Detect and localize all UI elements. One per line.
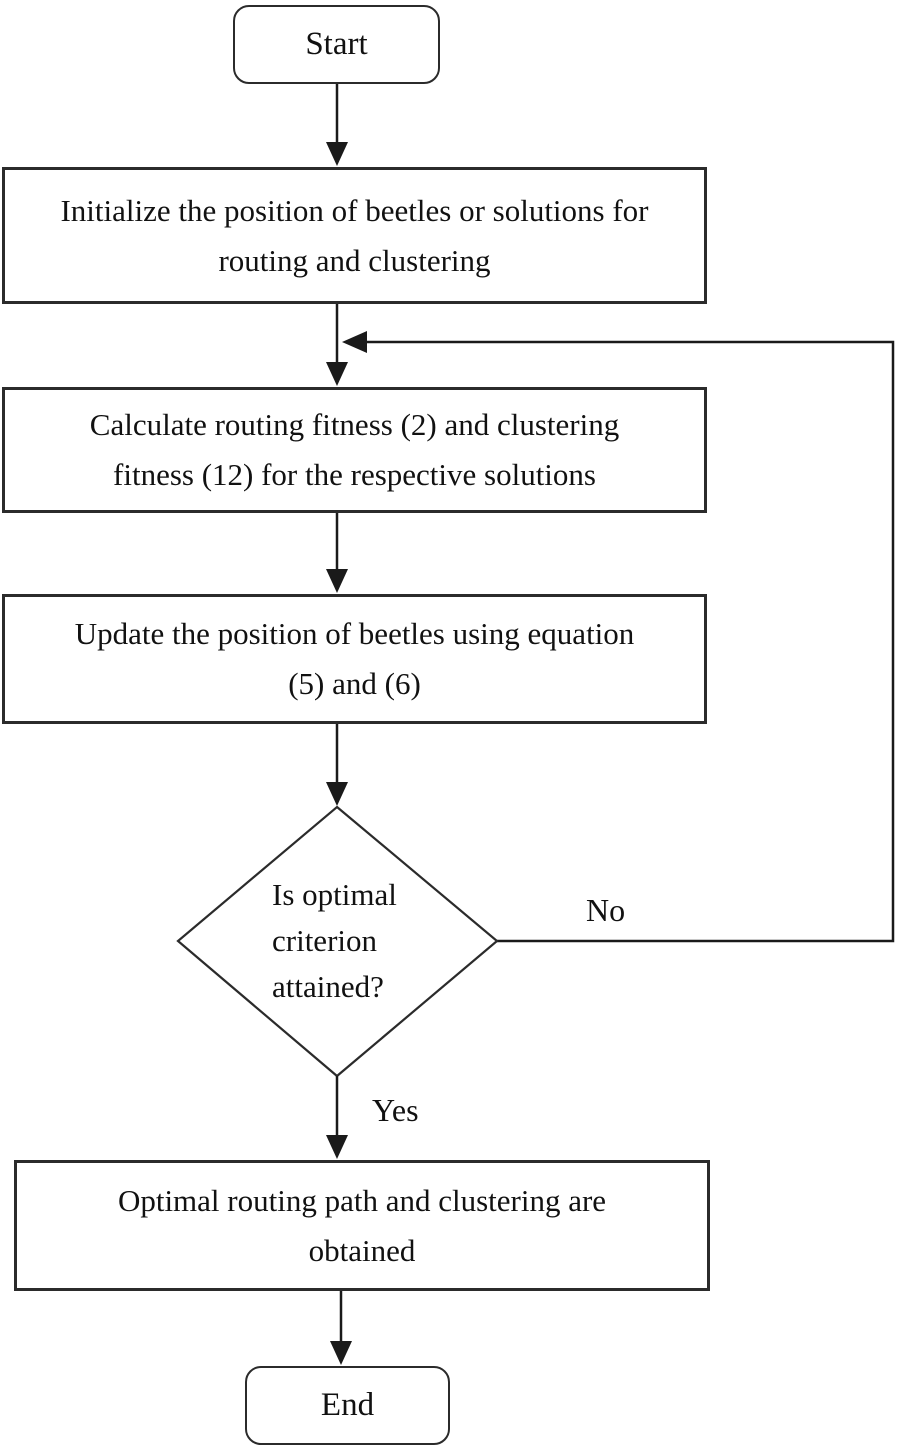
process-update-line1: Update the position of beetles using equ… — [74, 616, 635, 651]
process-update-line2: (5) and (6) — [288, 666, 421, 701]
process-output-line1: Optimal routing path and clustering are — [117, 1182, 607, 1218]
arrow-update-to-decision — [326, 724, 348, 806]
edge-no-feedback-loop — [342, 331, 895, 943]
process-calculate-line2: fitness (12) for the respective solution… — [113, 457, 596, 492]
decision-line3: attained? — [272, 969, 384, 1004]
arrow-decision-to-output — [326, 1076, 348, 1159]
process-calculate-box: Calculate routing fitness (2) and cluste… — [2, 387, 707, 513]
process-output-box: Optimal routing path and clustering are … — [14, 1160, 710, 1291]
process-update-box: Update the position of beetles using equ… — [2, 594, 707, 724]
decision-line1: Is optimal — [272, 877, 397, 912]
process-output-line2: obtained — [308, 1232, 416, 1268]
arrow-start-to-initialize — [326, 83, 348, 166]
process-initialize-line1: Initialize the position of beetles or so… — [60, 192, 649, 228]
process-initialize-line2: routing and clustering — [218, 242, 491, 278]
arrow-output-to-end — [330, 1291, 352, 1365]
arrow-calculate-to-update — [326, 513, 348, 593]
process-calculate-line1: Calculate routing fitness (2) and cluste… — [89, 407, 620, 442]
process-initialize-box: Initialize the position of beetles or so… — [2, 167, 707, 304]
start-terminator: Start — [233, 5, 440, 84]
edge-label-yes: Yes — [372, 1092, 419, 1128]
start-label: Start — [305, 26, 368, 62]
arrow-initialize-to-calculate — [326, 304, 348, 386]
decision-text: Is optimal criterion attained? — [272, 872, 397, 1010]
edge-label-no: No — [586, 892, 626, 928]
end-label: End — [320, 1387, 375, 1423]
decision-line2: criterion — [272, 923, 378, 958]
end-terminator: End — [245, 1366, 450, 1445]
